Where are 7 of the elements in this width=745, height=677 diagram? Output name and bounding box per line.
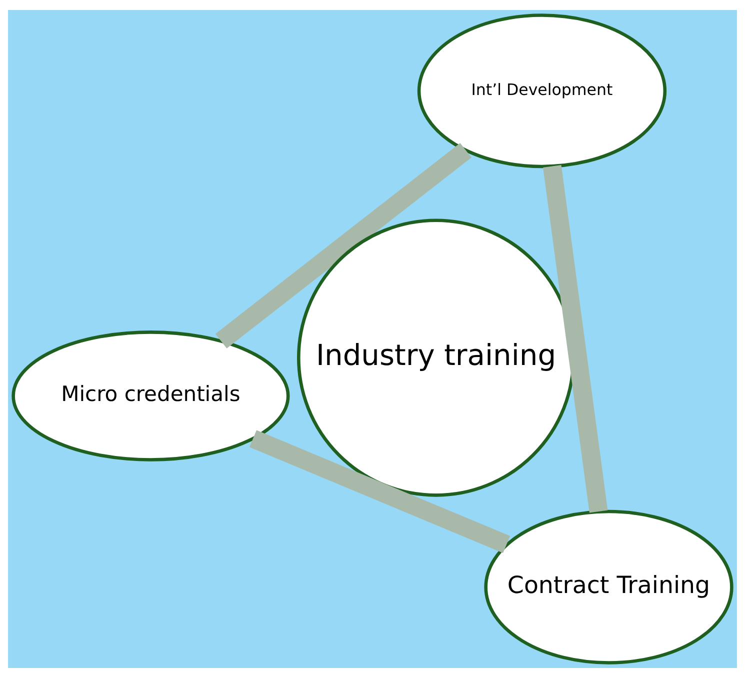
connector [249, 430, 510, 552]
node-circle: Industry training [297, 218, 576, 496]
connector [543, 164, 608, 512]
node-ellipse: Contract Training [484, 509, 734, 664]
node-ellipse: Int’l Development [417, 13, 667, 168]
node-ellipse: Micro credentials [12, 330, 290, 461]
connector [215, 142, 472, 348]
